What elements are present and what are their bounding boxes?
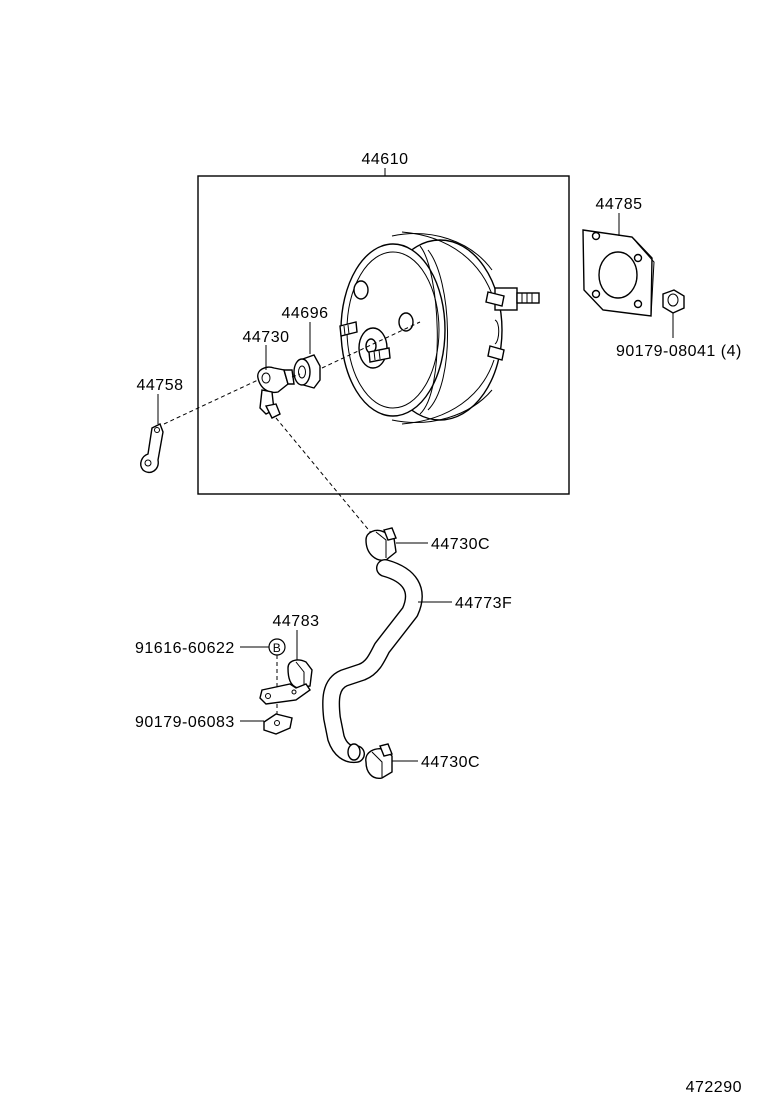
guide-line-valve-to-booster (291, 373, 301, 378)
brake-booster[interactable] (339, 231, 540, 425)
hose-clip-lower[interactable] (365, 743, 393, 779)
lever[interactable] (140, 423, 164, 474)
label-44785: 44785 (596, 196, 643, 213)
label-44730C-upper: 44730C (431, 536, 490, 553)
label-90179-06083: 90179-06083 (135, 714, 235, 731)
bracket-nut[interactable] (263, 713, 293, 735)
grommet[interactable] (293, 354, 321, 389)
hose-bracket[interactable] (259, 659, 313, 705)
hose-clip-upper[interactable] (365, 527, 397, 561)
guide-line-valve-to-clip (275, 417, 373, 535)
label-44730C-lower: 44730C (421, 754, 480, 771)
diagram-number: 472290 (686, 1079, 742, 1096)
guide-line-lever-to-valve (163, 379, 259, 425)
label-44730: 44730 (243, 329, 290, 346)
label-44783: 44783 (273, 613, 320, 630)
label-44610: 44610 (362, 151, 409, 168)
gasket-plate[interactable] (582, 229, 655, 317)
label-44696: 44696 (282, 305, 329, 322)
bolt-marker-letter: B (273, 641, 282, 655)
booster-nut[interactable] (662, 289, 685, 314)
label-90179-08041: 90179-08041 (4) (616, 343, 742, 360)
label-91616-60622: 91616-60622 (135, 640, 235, 657)
vacuum-hose[interactable] (322, 559, 423, 764)
label-44758: 44758 (137, 377, 184, 394)
label-44773F: 44773F (455, 595, 512, 612)
assembly-frame (197, 175, 570, 495)
check-valve[interactable] (257, 366, 295, 419)
